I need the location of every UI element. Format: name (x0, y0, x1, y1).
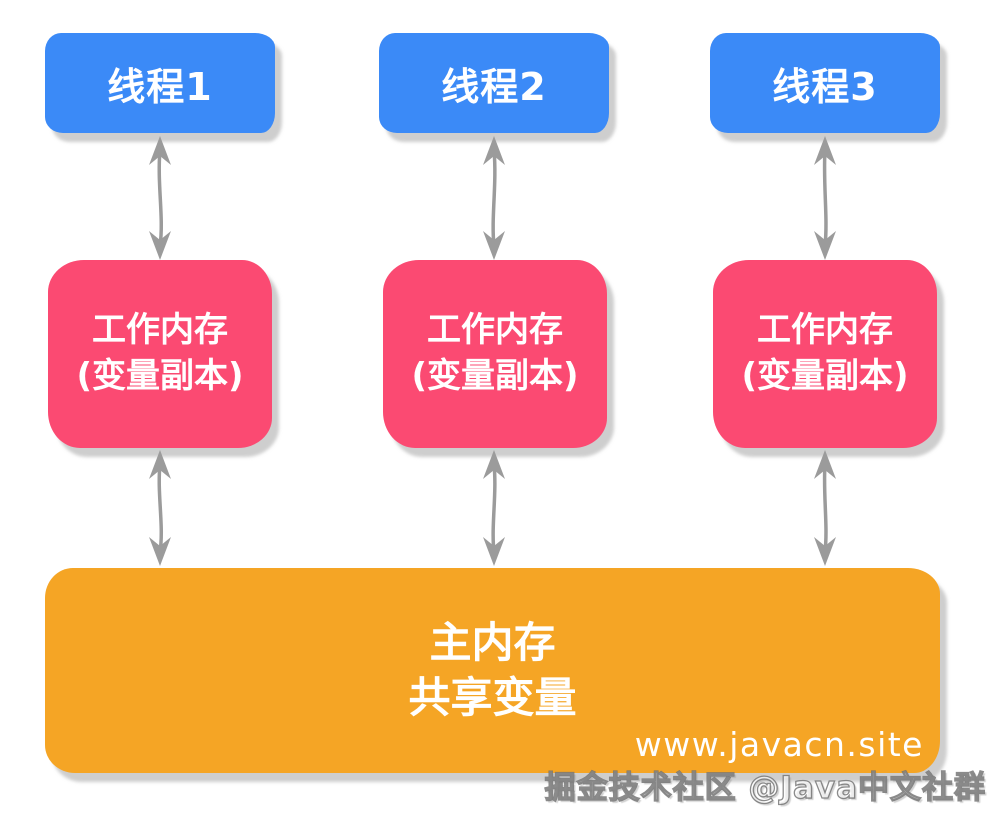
main-memory-title: 主内存 (429, 617, 556, 667)
credit-watermark: 掘金技术社区 @Java中文社群 (544, 769, 986, 806)
bidirectional-arrow-icon (803, 448, 847, 568)
thread-3-box: 线程3 (710, 33, 940, 133)
thread-1-box: 线程1 (45, 33, 275, 133)
working-memory-3-subtitle: (变量副本) (741, 356, 909, 396)
thread-2-box: 线程2 (379, 33, 609, 133)
site-watermark: www.javacn.site (634, 725, 924, 765)
thread-3-label: 线程3 (772, 64, 878, 109)
bidirectional-arrow-icon (138, 448, 182, 568)
working-memory-2-title: 工作内存 (427, 310, 563, 351)
working-memory-2-box: 工作内存 (变量副本) (383, 260, 607, 448)
working-memory-3-title: 工作内存 (757, 310, 893, 351)
thread-1-label: 线程1 (107, 64, 213, 109)
working-memory-1-title: 工作内存 (92, 310, 228, 351)
working-memory-1-subtitle: (变量副本) (76, 356, 244, 396)
bidirectional-arrow-icon (138, 134, 182, 262)
bidirectional-arrow-icon (472, 448, 516, 568)
working-memory-2-subtitle: (变量副本) (411, 356, 579, 396)
working-memory-1-box: 工作内存 (变量副本) (48, 260, 272, 448)
main-memory-subtitle: 共享变量 (408, 672, 577, 722)
bidirectional-arrow-icon (472, 134, 516, 262)
bidirectional-arrow-icon (803, 134, 847, 262)
main-memory-box: 主内存 共享变量 www.javacn.site (45, 568, 940, 773)
working-memory-3-box: 工作内存 (变量副本) (713, 260, 937, 448)
thread-2-label: 线程2 (441, 64, 547, 109)
